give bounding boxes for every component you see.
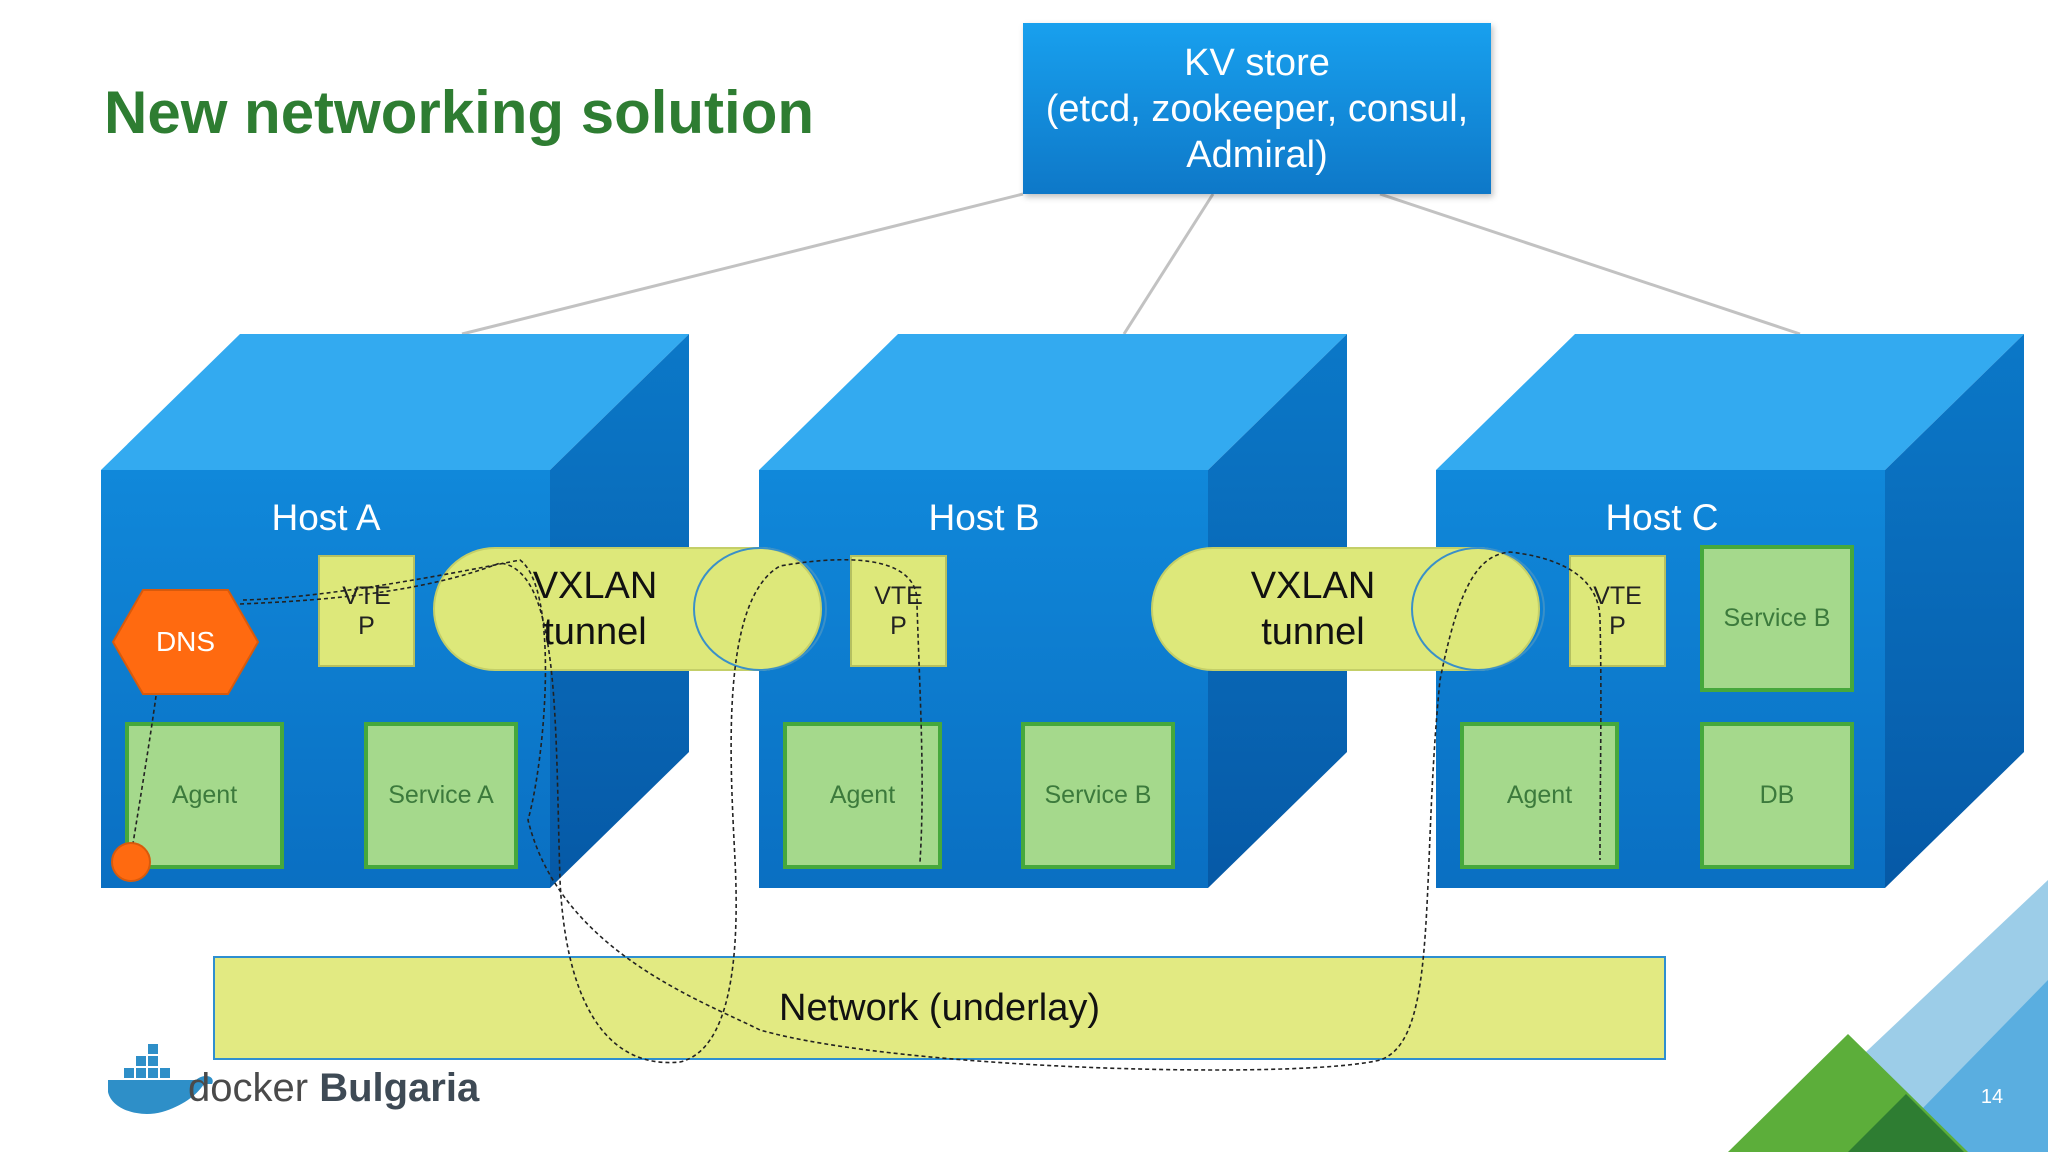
network-underlay-bar (213, 956, 1666, 1060)
corner-decoration (1728, 880, 2048, 1152)
host-c-agent-box (1460, 722, 1619, 869)
kv-store-title: KV store (1184, 41, 1330, 84)
logo-text: docker Bulgaria (188, 1066, 479, 1111)
host-c-db-box (1700, 722, 1854, 869)
dns-hexagon (111, 589, 260, 695)
logo-bulgaria-word: Bulgaria (319, 1065, 480, 1110)
logo-docker-word: docker (188, 1065, 309, 1110)
kv-connectors (461, 192, 1801, 336)
page-number: 14 (1980, 1086, 2004, 1108)
agent-source-dot (111, 842, 151, 882)
service-boxes (125, 545, 1854, 869)
vtep-boxes (318, 555, 1666, 667)
docker-whale-icon (108, 1044, 213, 1114)
host-c-service-box (1700, 545, 1854, 692)
host-a-service-box (364, 722, 518, 869)
vxlan-tunnel-2 (1151, 547, 1545, 671)
slide-title: New networking solution (104, 79, 815, 146)
kv-store-line-2: (etcd, zookeeper, consul, (1045, 87, 1469, 130)
kv-store-box: KV store (etcd, zookeeper, consul, Admir… (1023, 23, 1491, 194)
host-a-agent-box (125, 722, 284, 869)
host-b-service-box (1021, 722, 1175, 869)
host-c-vtep-box (1569, 555, 1666, 667)
docker-bulgaria-logo: docker Bulgaria (188, 1058, 479, 1118)
host-a-vtep-box (318, 555, 415, 667)
host-b-vtep-box (850, 555, 947, 667)
vxlan-tunnel-1 (433, 547, 827, 671)
kv-store-line-3: Admiral) (1186, 133, 1328, 176)
host-b-agent-box (783, 722, 942, 869)
packet-paths (129, 551, 1602, 1071)
